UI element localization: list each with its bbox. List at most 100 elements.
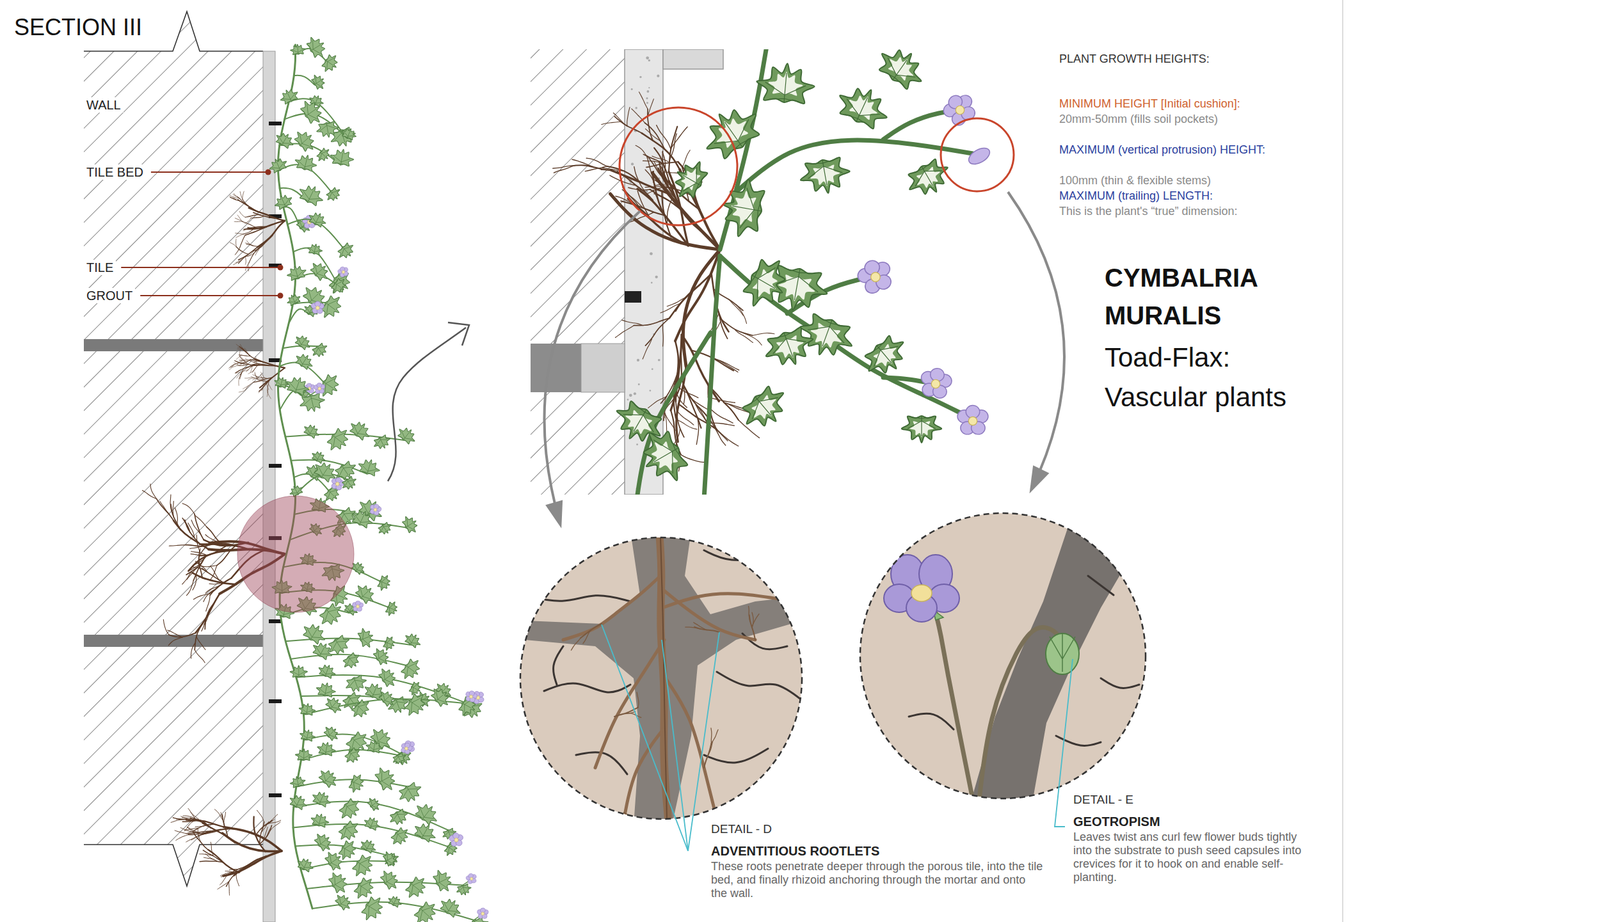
ivy-leaf: [349, 697, 374, 722]
ivy-leaf: [401, 517, 417, 534]
detail-note: Leaves twist ans curl few flower buds ti…: [1073, 830, 1317, 885]
toadflax-flower: [954, 104, 966, 116]
speck: [651, 368, 654, 371]
root: [664, 411, 676, 431]
ivy-leaf: [270, 159, 287, 174]
ivy-leaf: [760, 324, 819, 374]
growth-heading: PLANT GROWTH HEIGHTS:: [1059, 51, 1316, 67]
ivy-leaf: [859, 330, 914, 383]
ivy-leaf: [343, 728, 373, 758]
ivy-leaf: [323, 727, 338, 742]
ivy-leaf: [333, 890, 355, 912]
ivy-leaf: [312, 643, 331, 660]
crack: [704, 550, 800, 570]
root: [662, 593, 794, 608]
ivy-leaf: [318, 684, 334, 698]
zoom-marker: [940, 118, 1014, 192]
page-divider: [1342, 0, 1344, 922]
ivy-leaf: [272, 192, 294, 212]
ivy-leaf: [343, 746, 365, 767]
zoom-arrow: [544, 192, 1065, 529]
ivy-leaf: [298, 728, 317, 742]
ivy-leaf: [352, 874, 379, 904]
root: [167, 630, 183, 638]
root: [260, 374, 264, 381]
ivy-leaf: [736, 381, 795, 438]
root: [220, 871, 234, 877]
root: [574, 165, 612, 171]
root: [208, 578, 232, 595]
ivy-leaf: [289, 775, 307, 789]
ivy-leaf: [763, 71, 808, 105]
root: [685, 627, 701, 630]
root: [174, 507, 178, 524]
part-label: WALL: [83, 97, 124, 113]
ivy-leaf: [398, 656, 425, 684]
flower-bud: [965, 144, 992, 168]
part-label: GROUT: [83, 288, 136, 304]
root: [710, 728, 712, 744]
ivy-leaf: [728, 186, 766, 232]
seed-capsule: [1045, 633, 1080, 675]
root: [168, 545, 186, 547]
ivy-leaf: [328, 147, 356, 168]
root: [267, 392, 271, 400]
ivy-leaf: [411, 899, 441, 922]
root: [675, 284, 701, 312]
root: [253, 212, 276, 219]
root: [209, 565, 217, 581]
ivy-leaf: [339, 126, 358, 142]
root: [652, 156, 671, 164]
root: [188, 831, 211, 836]
ivy-leaf: [296, 181, 327, 208]
root: [205, 853, 217, 862]
root: [677, 420, 697, 430]
root: [694, 627, 720, 633]
root: [209, 578, 232, 596]
ivy-leaf: [324, 425, 354, 456]
ivy-leaf: [311, 451, 325, 464]
ivy-leaf: [457, 883, 470, 895]
ivy-leaf: [284, 291, 302, 307]
seed-capsule: [1045, 633, 1080, 675]
ivy-leaf: [366, 795, 383, 813]
part-leader: [277, 293, 284, 299]
ivy-leaf: [343, 673, 370, 696]
ivy-leaf: [356, 456, 383, 478]
ivy-leaf: [411, 819, 440, 845]
root: [706, 423, 735, 426]
ivy-leaf: [382, 849, 400, 869]
crack: [1088, 576, 1114, 596]
ivy-leaf: [395, 423, 419, 447]
ivy-leaf: [385, 602, 397, 616]
ivy-leaf: [312, 830, 335, 854]
crevice: [524, 531, 813, 826]
ivy-leaf: [335, 894, 351, 911]
ivy-leaf: [359, 894, 388, 922]
ivy-leaf: [306, 209, 329, 230]
curved-arrow: [387, 322, 470, 482]
ivy-leaf: [327, 869, 352, 896]
speck: [631, 162, 634, 166]
ivy-leaf: [289, 43, 306, 56]
ivy-leaf: [338, 840, 356, 860]
ivy-leaf: [308, 258, 333, 283]
ivy-leaf: [336, 241, 358, 263]
ivy-leaf: [412, 799, 442, 828]
ivy-leaf: [295, 855, 316, 873]
ivy-leaf: [377, 576, 390, 590]
ivy-leaf: [285, 263, 308, 282]
ivy-leaf: [316, 371, 344, 402]
root: [243, 227, 251, 231]
root: [245, 376, 253, 379]
detail-tag: DETAIL - E: [1073, 792, 1134, 808]
root: [253, 365, 258, 372]
ivy-leaf: [349, 422, 369, 441]
root: [553, 165, 575, 173]
root: [646, 186, 665, 194]
ivy-leaf: [316, 147, 330, 161]
ivy-leaf: [273, 129, 297, 150]
ivy-leaf: [306, 209, 329, 230]
root: [239, 346, 255, 359]
toadflax-flower: [368, 502, 383, 516]
